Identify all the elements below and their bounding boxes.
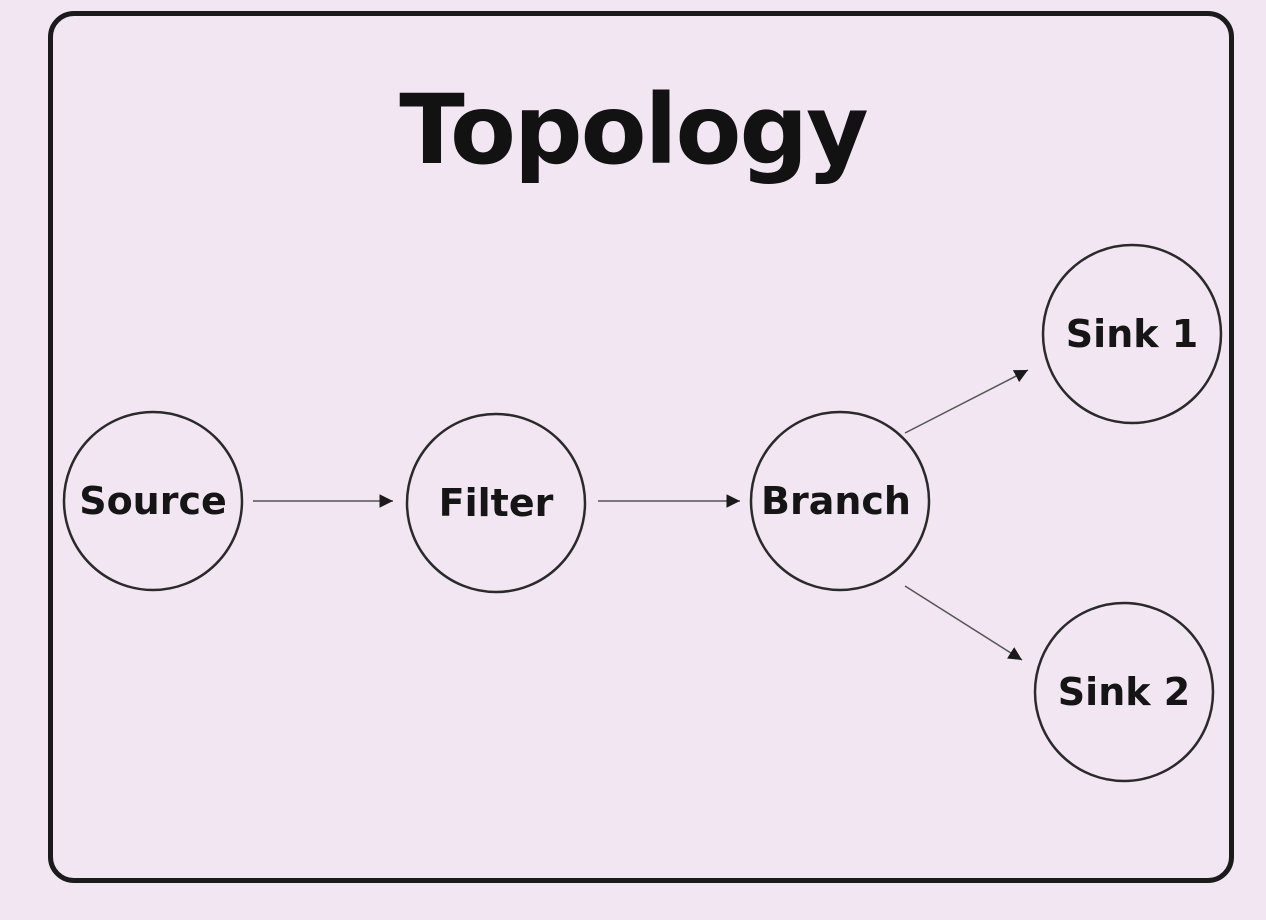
node-sink2-circle [1033,601,1215,783]
node-source-label: Source [79,479,227,523]
node-sink1-circle [1041,243,1223,425]
edge-branch-sink2 [904,585,1023,661]
node-sink2-label: Sink 2 [1058,670,1190,714]
diagram-title: Topology [399,74,869,186]
node-source-circle [62,410,244,592]
node-source: Source [62,410,244,592]
node-branch-label: Branch [761,479,911,523]
node-filter-circle [405,412,587,594]
node-sink1-label: Sink 1 [1066,312,1198,356]
node-branch: Branch [749,410,931,592]
node-filter-label: Filter [439,481,554,525]
node-branch-circle [749,410,931,592]
diagram-frame [48,11,1234,883]
edge-branch-sink1 [904,369,1029,434]
node-sink2: Sink 2 [1033,601,1215,783]
node-filter: Filter [405,412,587,594]
node-sink1: Sink 1 [1041,243,1223,425]
edges [253,369,1029,661]
